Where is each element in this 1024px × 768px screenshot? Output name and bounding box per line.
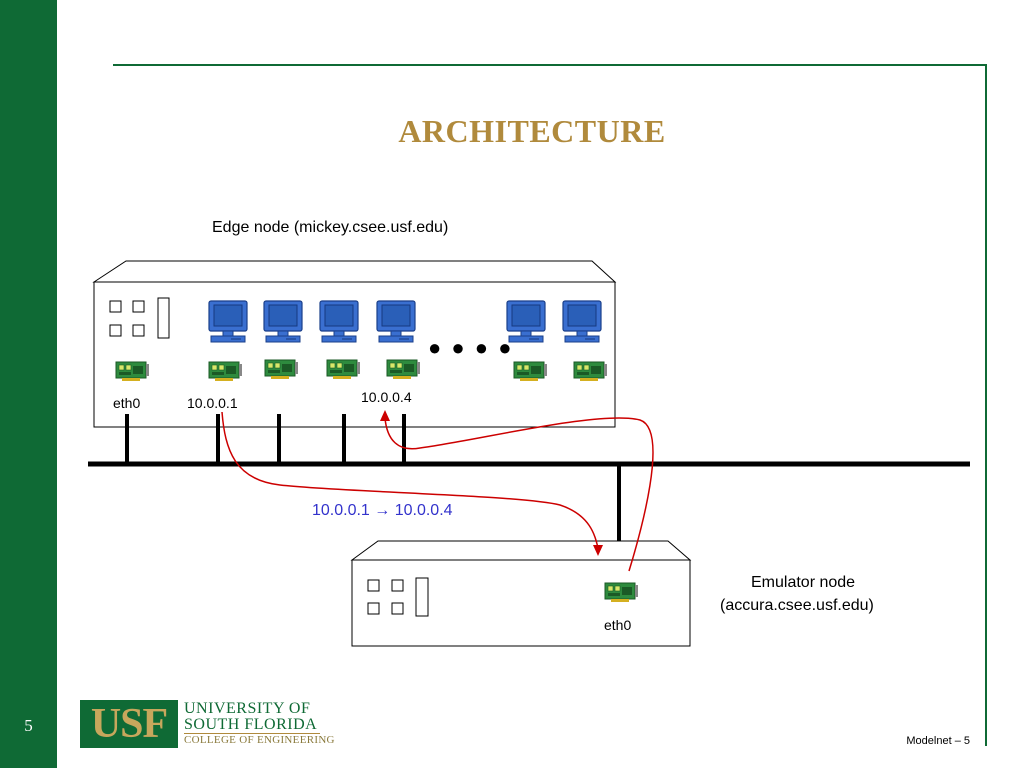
arrowhead-icon (380, 410, 390, 421)
slide-footer: Modelnet – 5 (906, 735, 970, 747)
network-card-icon (208, 361, 243, 382)
bus-drop-lines (125, 414, 621, 568)
left-sidebar-bar (0, 0, 57, 768)
usf-logo-mark: USF (80, 700, 178, 748)
computer-icon (319, 300, 359, 343)
emulator-node-chassis (350, 540, 692, 647)
emulator-eth0-label: eth0 (604, 617, 632, 633)
logo-line-3: COLLEGE OF ENGINEERING (184, 734, 335, 746)
computer-icon (208, 300, 248, 343)
network-card-icon (573, 361, 608, 382)
slide-title: ARCHITECTURE (398, 113, 666, 149)
edge-ip1-label: 10.0.0.1 (187, 395, 238, 411)
frame-right-rule (985, 64, 987, 746)
usf-logo: USF UNIVERSITY OF SOUTH FLORIDA COLLEGE … (80, 700, 335, 748)
logo-line-1: UNIVERSITY OF (184, 700, 311, 717)
network-card-icon (326, 359, 361, 380)
more-nodes-ellipsis: ● ● ● ● (428, 335, 514, 360)
network-card-icon (264, 359, 299, 380)
computer-icon (263, 300, 303, 343)
route-label: 10.0.0.1 → 10.0.0.4 (312, 502, 453, 519)
network-card-icon (604, 582, 639, 603)
edge-node-chassis (92, 260, 617, 428)
slide-number: 5 (24, 716, 33, 735)
computer-icon (376, 300, 416, 343)
computer-icon (562, 300, 602, 343)
network-card-icon (386, 359, 421, 380)
emulator-node-label-line1: Emulator node (751, 574, 856, 591)
edge-node-label: Edge node (mickey.csee.usf.edu) (212, 219, 449, 236)
logo-divider (184, 733, 320, 734)
emulator-node-label-line2: (accura.csee.usf.edu) (720, 597, 874, 614)
edge-ip4-label: 10.0.0.4 (361, 389, 412, 405)
network-card-icon (115, 361, 150, 382)
frame-top-rule (113, 64, 987, 66)
arrowhead-icon (593, 545, 603, 556)
edge-eth0-label: eth0 (113, 395, 141, 411)
logo-line-2: SOUTH FLORIDA (184, 716, 318, 733)
network-card-icon (513, 361, 548, 382)
route-arrows (221, 411, 654, 572)
